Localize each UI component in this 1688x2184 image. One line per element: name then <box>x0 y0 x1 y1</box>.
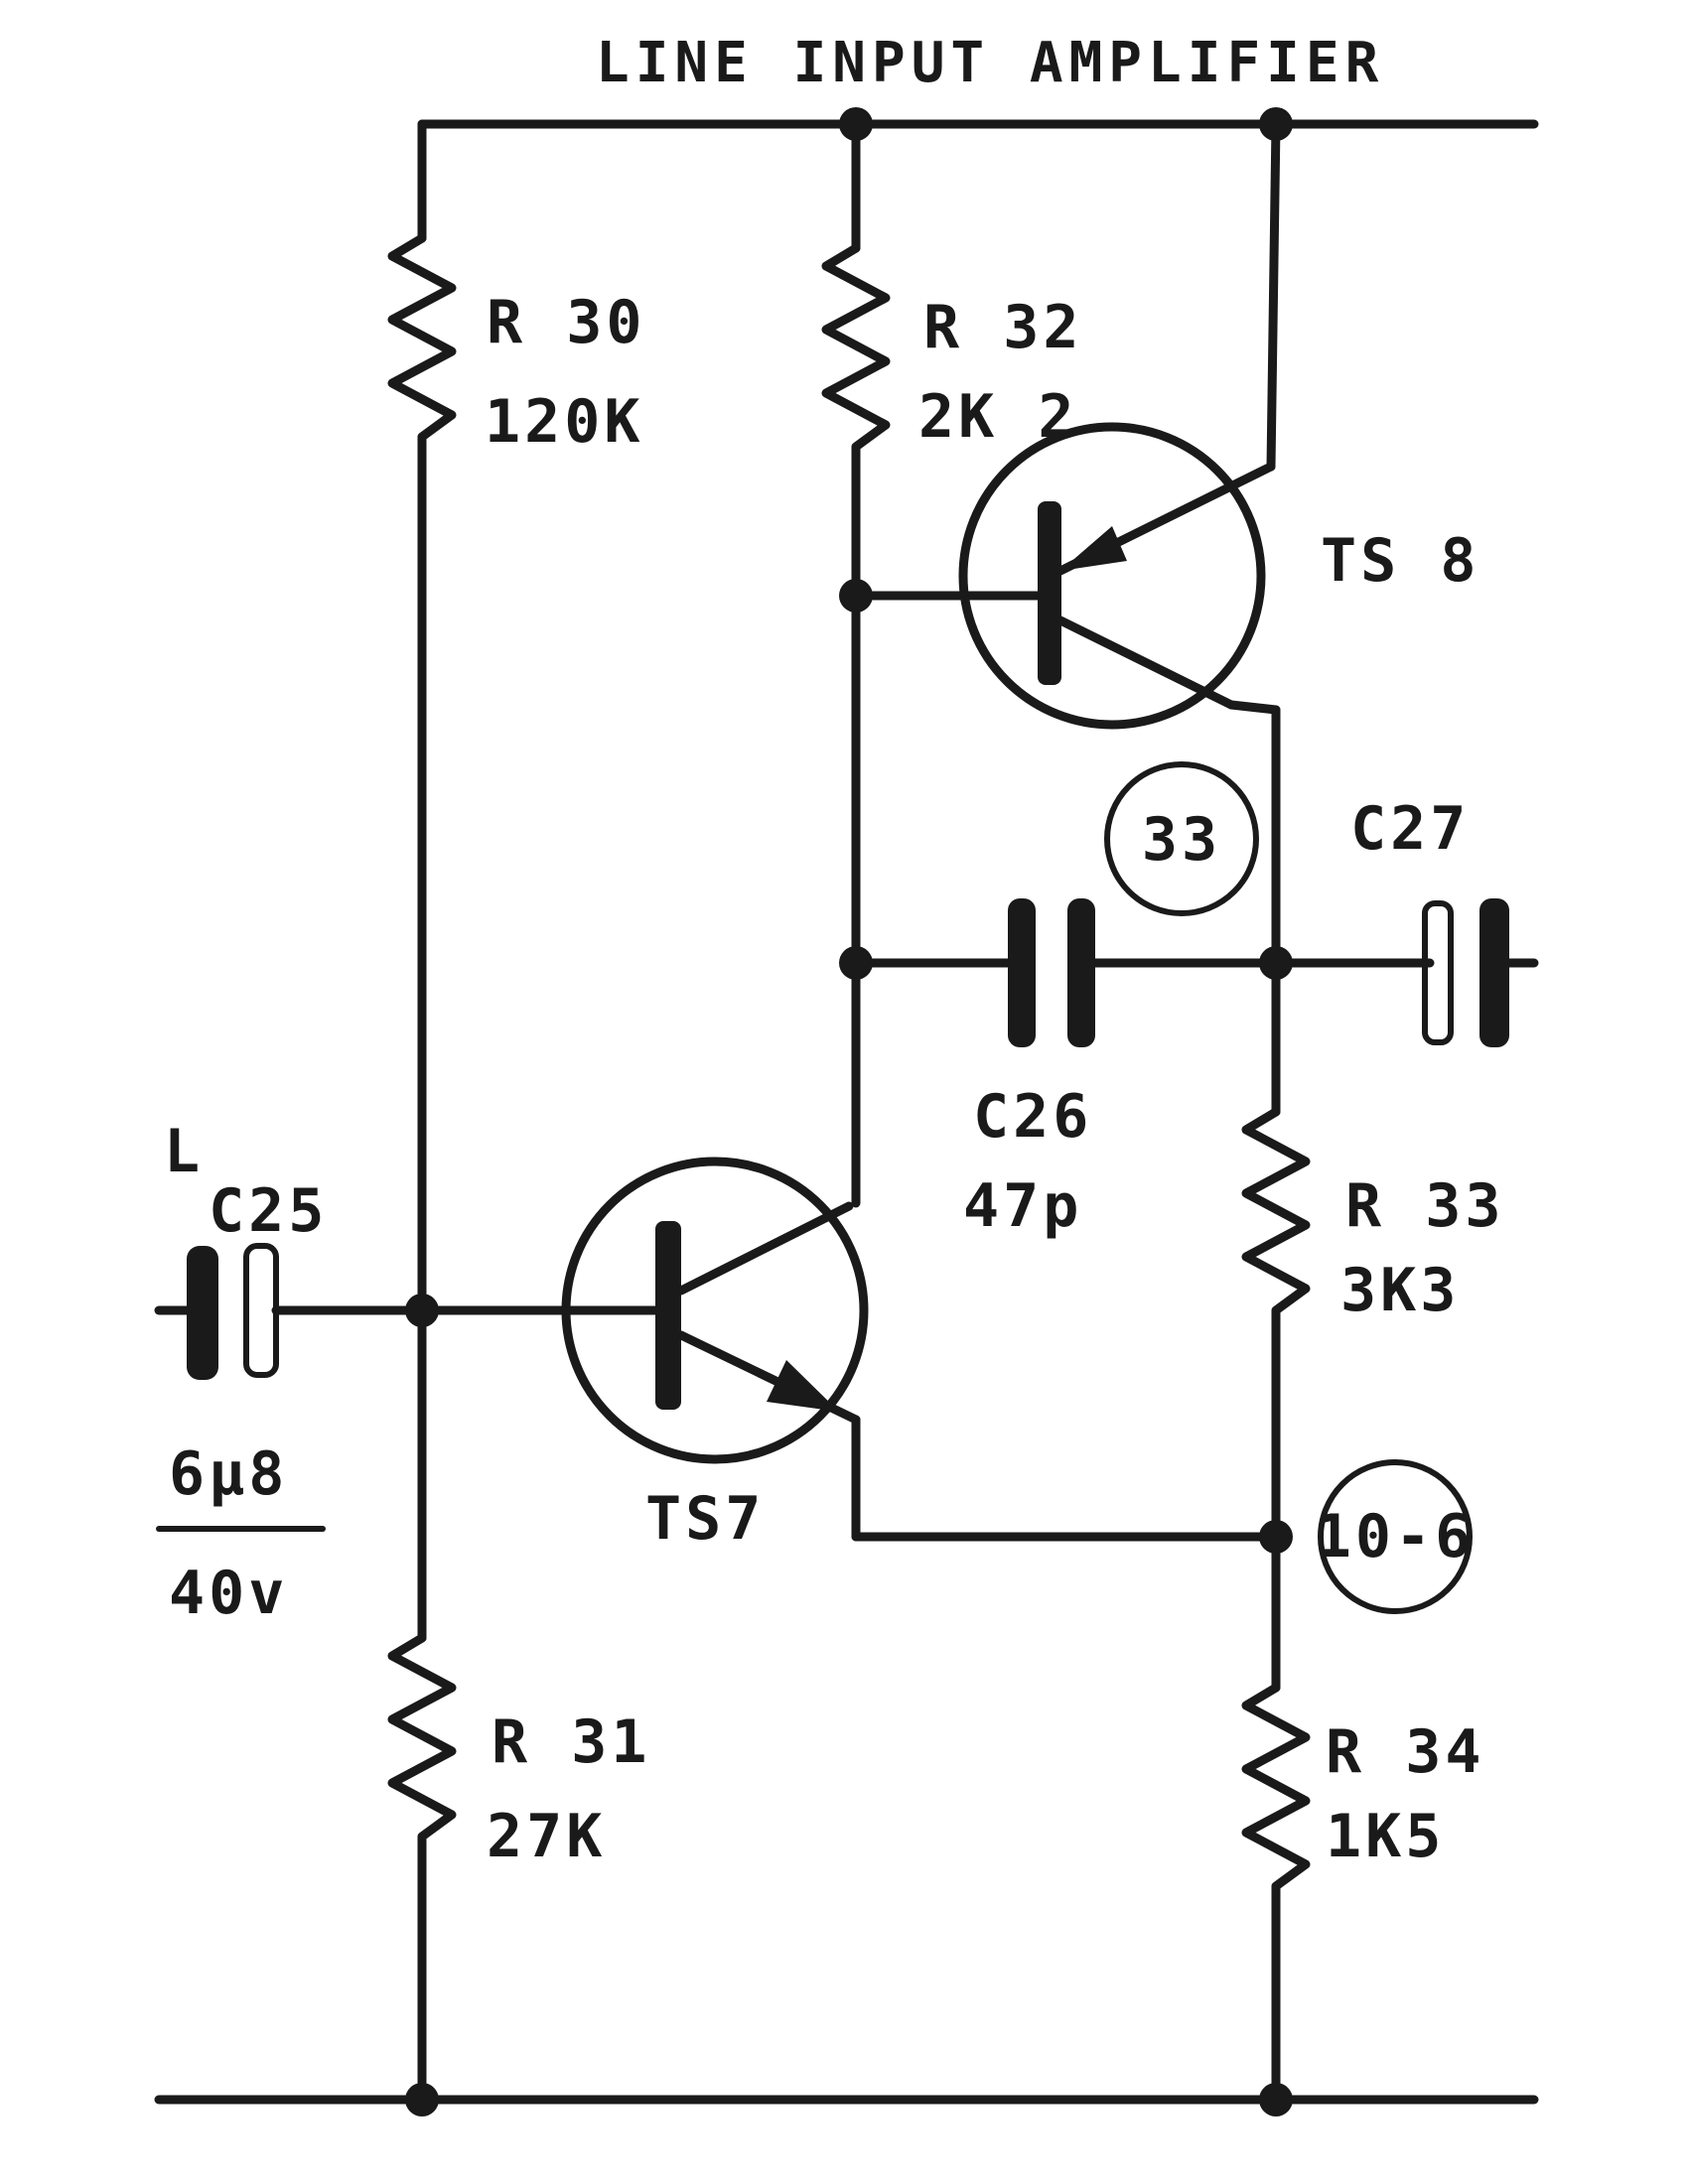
ts7-ref: TS7 <box>645 1484 765 1554</box>
r31-resistor <box>387 1633 457 2105</box>
r31-ref: R 31 <box>492 1707 651 1777</box>
c27-plate-left <box>1422 900 1454 1045</box>
input-label: L <box>164 1117 204 1186</box>
junction-node <box>1259 107 1293 141</box>
ts8-ref: TS 8 <box>1321 526 1480 596</box>
junction-node <box>1259 2083 1293 2116</box>
ts7-base-bar <box>655 1221 681 1410</box>
c27-ref: C27 <box>1350 794 1470 864</box>
r33-ref: R 33 <box>1345 1171 1505 1241</box>
c27-plate-right <box>1479 898 1509 1047</box>
r31-value: 27K <box>487 1802 606 1871</box>
c25-plate-left <box>187 1246 218 1380</box>
c25-voltage: 40v <box>169 1559 288 1628</box>
ts8-emitter-arrow <box>1060 526 1127 571</box>
junction-node <box>1259 946 1293 980</box>
junction-node <box>839 579 873 613</box>
junction-node <box>1259 1520 1293 1554</box>
junction-node <box>405 1294 439 1327</box>
test-point-33 <box>1104 761 1259 916</box>
r30-resistor <box>387 233 457 486</box>
c26-plate-right <box>1067 898 1095 1047</box>
ts7-emitter-arrow <box>767 1360 839 1412</box>
c26-plate-left <box>1008 898 1036 1047</box>
junction-node <box>405 2083 439 2116</box>
r30-ref: R 30 <box>487 288 646 357</box>
r33-resistor <box>1241 1107 1311 1542</box>
r34-value: 1K5 <box>1326 1802 1445 1871</box>
ts8-base-bar <box>1038 501 1061 685</box>
junction-node <box>839 107 873 141</box>
test-point-10-6-label: 10-6 <box>1316 1502 1476 1571</box>
ts8-collector <box>1055 615 1236 710</box>
c26-value: 47p <box>963 1171 1082 1241</box>
ts8-transistor <box>958 422 1266 730</box>
r32-resistor <box>821 243 891 601</box>
r30-value: 120K <box>485 387 644 457</box>
ts7-collector <box>676 1201 854 1296</box>
r34-ref: R 34 <box>1326 1717 1485 1787</box>
diagram-title: LINE INPUT AMPLIFIER <box>596 31 1384 95</box>
test-point-33-label: 33 <box>1142 805 1221 875</box>
r33-value: 3K3 <box>1340 1256 1460 1325</box>
c26-ref: C26 <box>973 1082 1092 1152</box>
r34-resistor <box>1241 1683 1311 2105</box>
test-point-10-6 <box>1318 1459 1473 1614</box>
r32-ref: R 32 <box>923 293 1083 362</box>
c25-ref: C25 <box>209 1176 328 1246</box>
c25-value: 6µ8 <box>169 1439 288 1509</box>
junction-node <box>839 946 873 980</box>
